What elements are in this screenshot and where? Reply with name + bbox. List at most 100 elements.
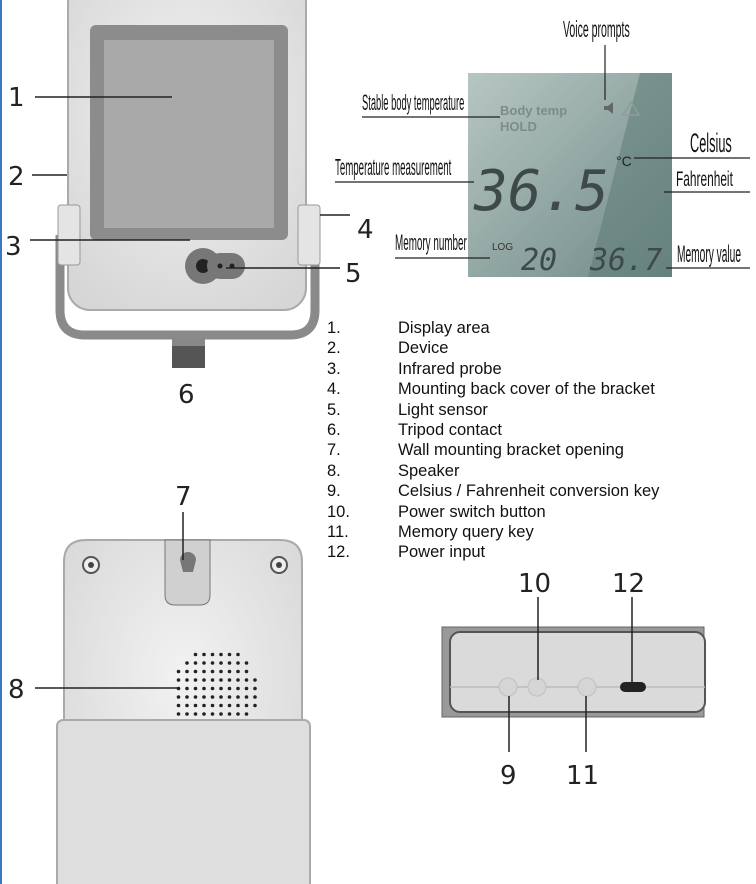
speaker-hole [193,686,198,691]
callout-4: 4 [357,215,374,245]
speaker-hole [202,678,206,682]
legend-text: Device [398,339,449,358]
speaker-hole [227,712,232,716]
speaker-hole [227,678,232,682]
legend-text: Celsius / Fahrenheit conversion key [398,482,660,501]
speaker-hole [202,712,206,716]
speaker-hole [202,703,206,708]
callout-3: 3 [5,232,22,262]
speaker-hole [210,669,215,674]
speaker-hole [236,678,240,682]
callout-8: 8 [8,675,25,705]
legend-number: 9. [327,482,341,501]
legend-number: 8. [327,461,341,480]
speaker-hole [244,703,249,708]
memory-value: 36.7 [589,243,662,278]
bottom-view [441,626,706,718]
speaker-hole [236,695,240,699]
speaker-hole [185,703,189,708]
speaker-hole [193,661,198,665]
callout-9: 9 [500,761,517,791]
speaker-hole [244,712,249,716]
label-temperature-measurement: Temperature measurement [335,154,451,180]
left-edge [0,0,2,884]
wall-mount-opening [164,539,211,606]
speaker-hole [193,669,198,674]
speaker-hole [176,703,181,708]
speaker-hole [244,669,249,674]
display-area [104,40,274,228]
lcd-display: Body temp HOLD 36.5 °C LOG 20 36.7 [468,73,672,278]
speaker-hole [176,695,181,699]
power-switch-button[interactable] [527,677,547,697]
callout-2: 2 [8,162,25,192]
legend-number: 12. [327,543,350,562]
label-celsius: Celsius [690,128,732,159]
speaker-hole [227,695,232,699]
speaker-hole [236,652,240,657]
speaker-hole [219,695,223,699]
speaker-hole [185,695,189,699]
speaker-hole [236,669,240,674]
legend-text: Power input [398,543,486,562]
speaker-hole [210,678,215,682]
legend-text: Mounting back cover of the bracket [398,380,655,399]
legend-item: 11. Memory query key [327,522,659,542]
speaker-hole [227,703,232,708]
speaker-hole [210,703,215,708]
bracket-left [57,204,81,266]
speaker-hole [193,703,198,708]
callout-7: 7 [175,482,192,512]
temperature-reading: 36.5 [473,159,609,224]
speaker-hole [236,686,240,691]
label-stable-body-temperature: Stable body temperature [362,90,464,115]
callout-6: 6 [178,380,195,410]
speaker-hole [202,695,206,699]
legend-item: 12. Power input [327,542,659,562]
speaker-hole [185,678,189,682]
speaker-hole [236,703,240,708]
speaker-hole [227,686,232,691]
speaker-hole [219,669,223,674]
speaker-hole [236,712,240,716]
legend-number: 2. [327,339,341,358]
legend-number: 11. [327,523,349,542]
power-input-port [620,682,646,692]
speaker-hole [227,661,232,665]
speaker-hole [210,712,215,716]
legend-text: Infrared probe [398,359,502,378]
legend-text: Speaker [398,461,460,480]
legend-number: 6. [327,421,341,440]
legend-item: 10.Power switch button [327,502,659,522]
memory-query-key[interactable] [577,677,597,697]
speaker-icon [604,102,613,114]
parts-legend: 1.Display area 2.Device 3.Infrared probe… [327,318,659,563]
hold-indicator: HOLD [500,119,537,134]
legend-text: Light sensor [398,400,488,419]
bracket-right [297,204,321,266]
speaker-hole [202,661,206,665]
speaker-hole [219,652,223,657]
legend-text: Memory query key [398,523,534,542]
speaker-hole [210,686,215,691]
speaker-hole [193,695,198,699]
legend-item: 5.Light sensor [327,400,659,420]
light-sensor [207,253,245,279]
legend-item: 7.Wall mounting bracket opening [327,440,659,460]
warning-icon [621,100,641,116]
log-label: LOG [492,242,513,253]
legend-number: 3. [327,359,341,378]
legend-number: 4. [327,380,341,399]
callout-12: 12 [612,569,645,599]
legend-text: Display area [398,319,490,337]
speaker-hole [244,686,249,691]
callout-10: 10 [518,569,551,599]
legend-item: 4. Mounting back cover of the bracket [327,379,659,399]
speaker-hole [176,678,181,682]
speaker-hole [210,652,215,657]
legend-item: 9. Celsius / Fahrenheit conversion key [327,481,659,501]
legend-item: 6.Tripod contact [327,420,659,440]
label-fahrenheit: Fahrenheit [676,166,733,191]
celsius-fahrenheit-key[interactable] [498,677,518,697]
